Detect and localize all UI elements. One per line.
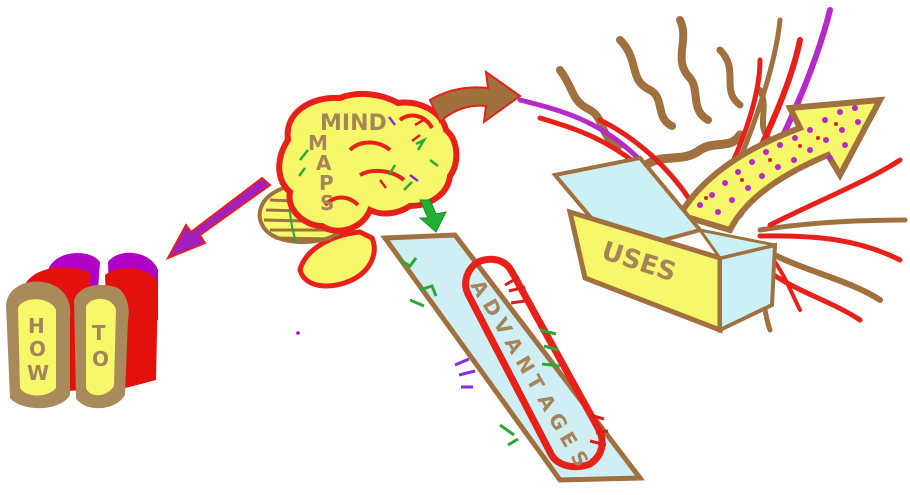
arrow-to-uses	[430, 72, 520, 122]
maps-letter-s: S	[320, 191, 334, 215]
mind-label: MIND	[320, 111, 387, 136]
how-letter-o: O	[29, 337, 46, 361]
to-letter-t: T	[92, 321, 106, 345]
how-letter-h: H	[28, 314, 45, 338]
open-box-icon: USES	[520, 10, 905, 330]
arrow-to-advantages	[420, 200, 446, 232]
arrow-to-how-to	[168, 178, 270, 258]
how-to-blocks-icon: H O W T O	[6, 253, 158, 408]
stray-dot	[296, 331, 300, 335]
how-letter-w: W	[27, 361, 49, 385]
to-letter-o: O	[92, 347, 109, 371]
